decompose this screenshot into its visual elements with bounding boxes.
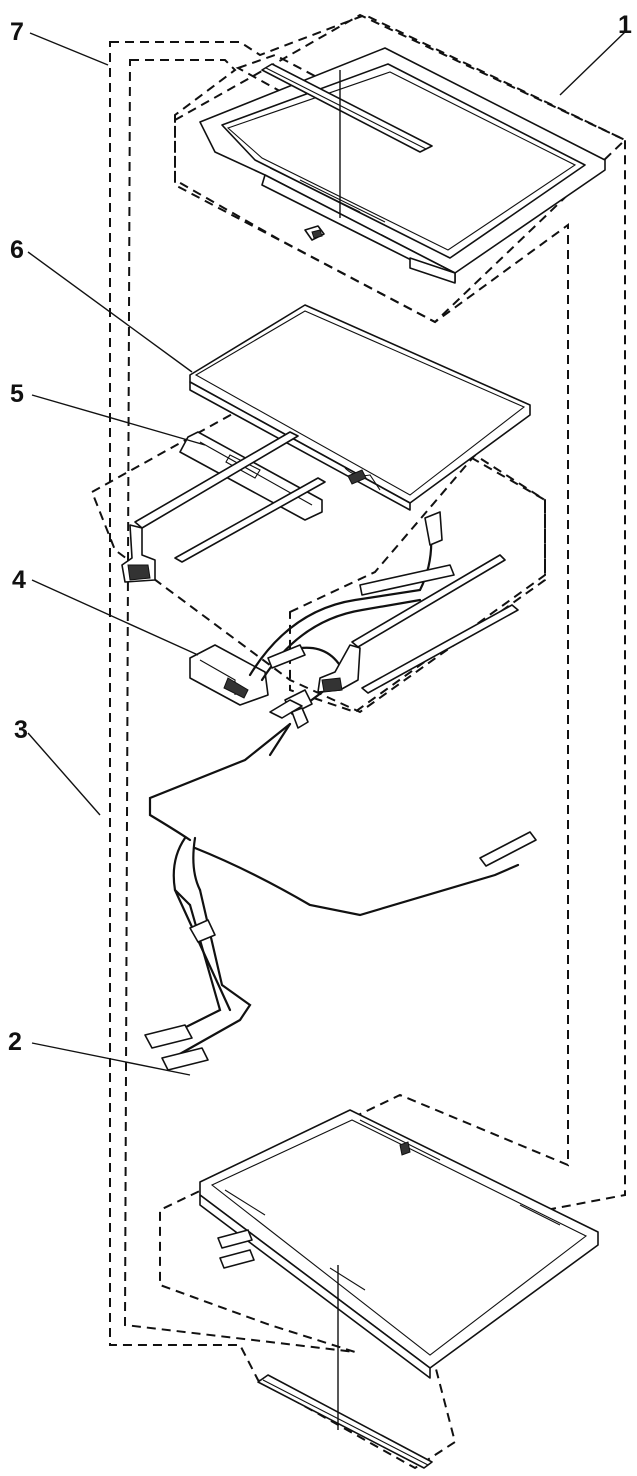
callout-2: 2 [8,1028,22,1056]
leader-4 [31,579,199,656]
lcd-bezel [199,47,606,284]
rear-cover-rubber-pads [217,1229,255,1269]
leader-1 [559,31,626,96]
bezel-strip [261,63,433,153]
callout-7: 7 [10,18,24,46]
callout-6: 6 [10,236,24,264]
callout-3: 3 [14,716,28,744]
lcd-rear-cover [199,1109,599,1379]
leader-7 [29,32,109,66]
hinge-right [317,554,519,694]
kit-boundary-1 [174,13,627,324]
bezel-latch [304,225,325,241]
callout-5: 5 [10,380,24,408]
callout-1: 1 [618,11,632,39]
lcd-cable [189,511,455,715]
lcd-panel [189,304,531,511]
hinge-left [121,431,326,583]
rear-cover-strip [257,1374,433,1469]
leader-6 [27,251,193,373]
leader-3 [27,732,101,816]
callout-4: 4 [12,566,26,594]
leader-5 [31,394,206,446]
leader-2 [31,1042,191,1076]
antenna-cables [144,699,537,1071]
